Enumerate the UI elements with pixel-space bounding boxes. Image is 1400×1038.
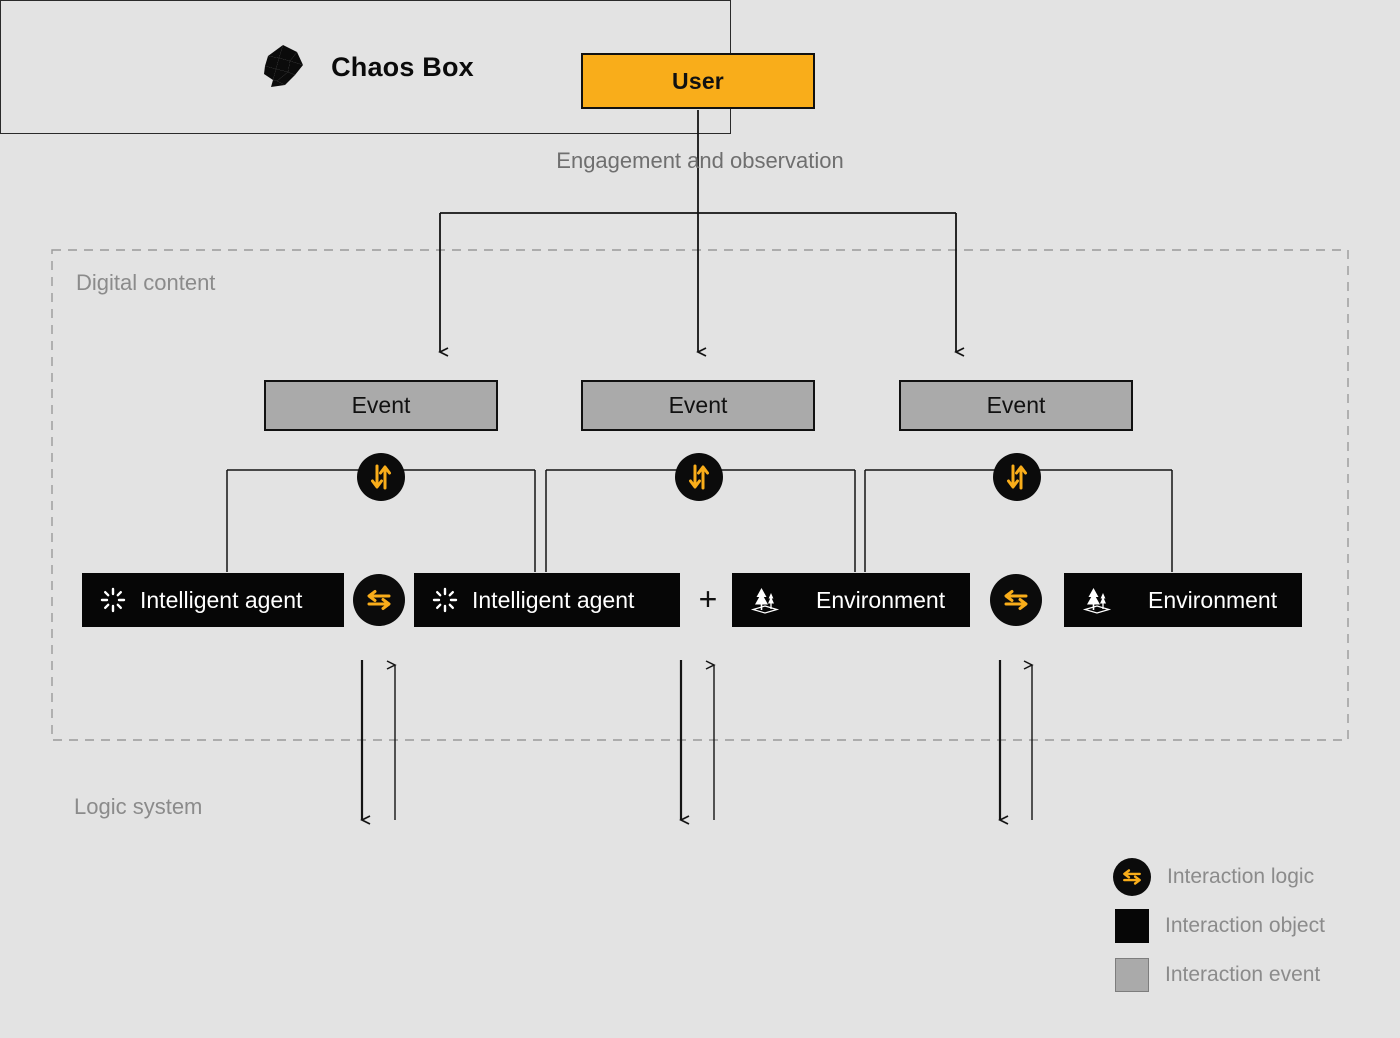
object-label: Environment (816, 586, 946, 613)
spark-icon (432, 587, 458, 613)
up-down-arrows-icon (371, 464, 391, 490)
region-label-logic-system: Logic system (74, 794, 203, 819)
polyhedron-icon (264, 45, 304, 87)
node-chaos-box[interactable]: Chaos Box (0, 0, 731, 134)
left-right-arrows-icon (1123, 868, 1141, 885)
operator-plus: + (698, 581, 718, 617)
legend-label: Interaction object (1165, 913, 1325, 937)
node-user[interactable]: User (581, 53, 815, 109)
node-intelligent-agent-2[interactable]: Intelligent agent (414, 573, 680, 627)
left-right-arrows-icon (1004, 590, 1028, 610)
object-label: Intelligent agent (140, 586, 303, 613)
region-label-digital-content: Digital content (76, 270, 216, 295)
legend-swatch-gray-square (1115, 957, 1149, 992)
logic-badge-vertical-2[interactable] (675, 453, 723, 501)
legend-item-interaction-event: Interaction event (1113, 950, 1373, 999)
node-event-3[interactable]: Event (899, 380, 1133, 431)
legend-label: Interaction event (1165, 962, 1321, 986)
up-down-arrows-icon (1007, 464, 1027, 490)
legend-swatch-black-square (1115, 908, 1149, 943)
node-intelligent-agent-1[interactable]: Intelligent agent (82, 573, 344, 627)
up-down-arrows-icon (689, 464, 709, 490)
node-event-1[interactable]: Event (264, 380, 498, 431)
logic-badge-horizontal-2[interactable] (990, 574, 1042, 626)
object-label: Environment (1148, 586, 1278, 613)
node-environment-2[interactable]: Environment (1064, 573, 1302, 627)
logic-badge-horizontal-1[interactable] (353, 574, 405, 626)
left-right-arrows-icon (367, 590, 391, 610)
tree-icon (750, 588, 780, 614)
node-event-2[interactable]: Event (581, 380, 815, 431)
node-environment-1[interactable]: Environment (732, 573, 970, 627)
legend-item-interaction-logic: Interaction logic (1113, 852, 1373, 901)
logic-badge-vertical-1[interactable] (357, 453, 405, 501)
tree-icon (1082, 588, 1112, 614)
chaos-box-label: Chaos Box (331, 51, 474, 82)
legend-label: Interaction logic (1167, 864, 1315, 888)
spark-icon (100, 587, 126, 613)
legend-item-interaction-object: Interaction object (1113, 901, 1373, 950)
edge-label-engagement-and-observation: Engagement and observation (556, 148, 844, 173)
legend-swatch-logic-circle (1113, 857, 1151, 896)
object-label: Intelligent agent (472, 586, 635, 613)
legend: Interaction logic Interaction object Int… (1113, 852, 1373, 999)
logic-badge-vertical-3[interactable] (993, 453, 1041, 501)
